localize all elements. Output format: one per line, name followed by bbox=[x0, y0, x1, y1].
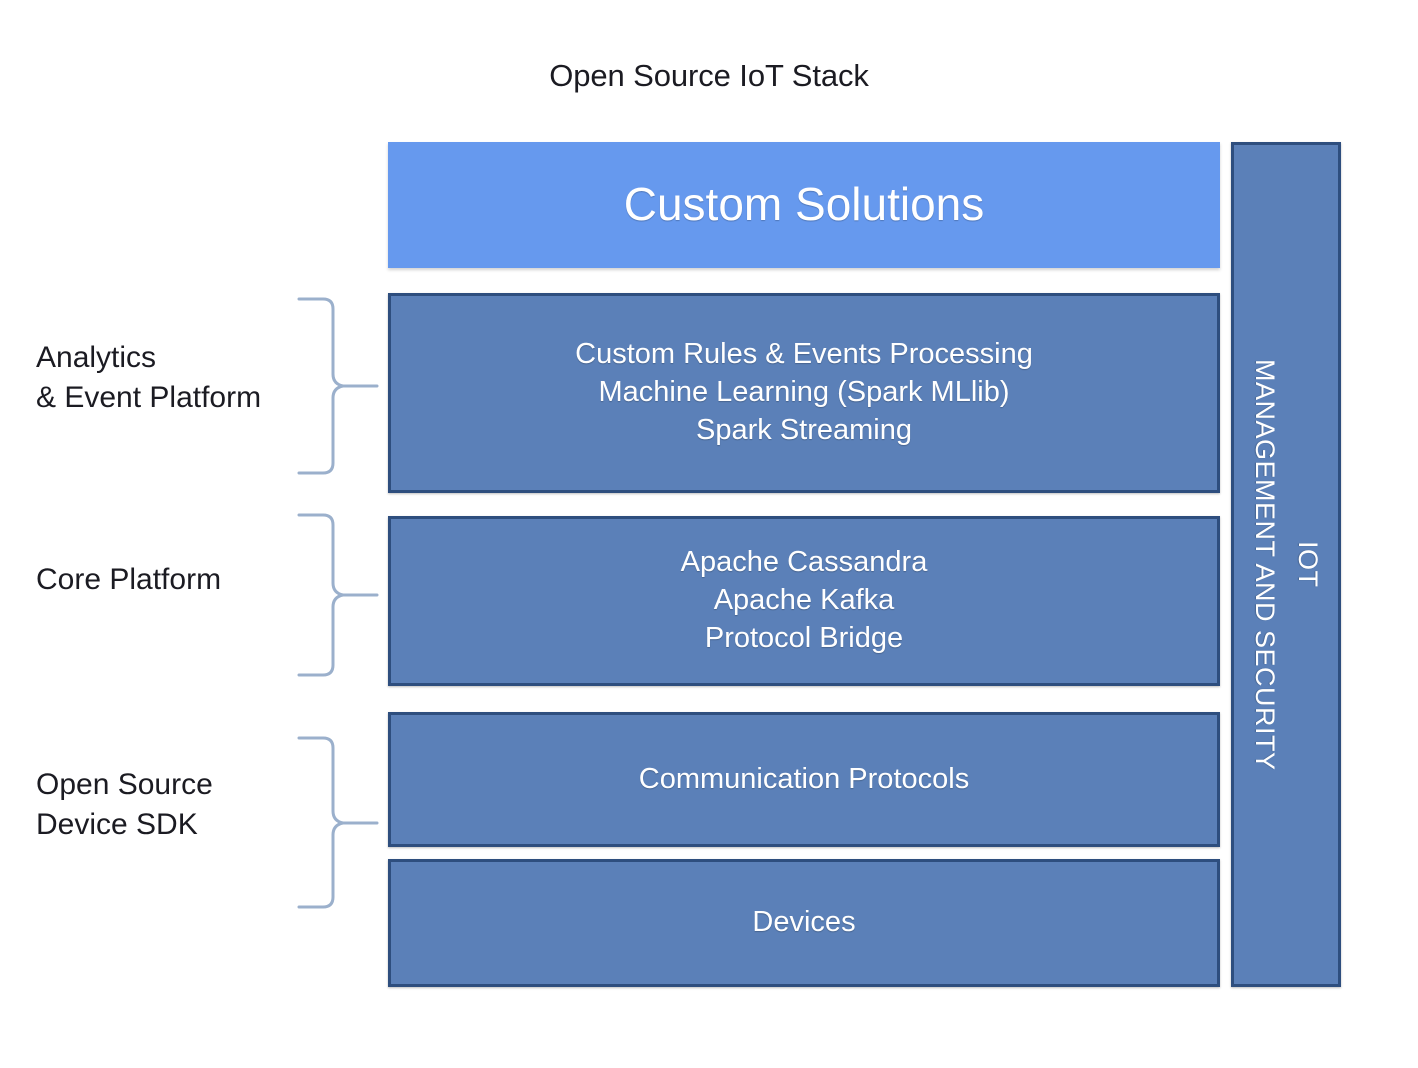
layer-line: Apache Kafka bbox=[713, 584, 895, 617]
layer-line: Protocol Bridge bbox=[704, 621, 904, 654]
layer-communication-protocols[interactable]: Communication Protocols bbox=[388, 712, 1220, 847]
layer-line: Custom Rules & Events Processing bbox=[575, 338, 1033, 371]
layer-line: Spark Streaming bbox=[696, 413, 912, 446]
layer-line: Devices bbox=[752, 906, 856, 939]
layer-devices[interactable]: Devices bbox=[388, 859, 1220, 987]
layer-analytics-event-platform[interactable]: Custom Rules & Events Processing Machine… bbox=[388, 293, 1220, 493]
sidebar-text-group: MANAGEMENT AND SECURITY IOT bbox=[1234, 145, 1338, 984]
layer-line: Custom Solutions bbox=[623, 178, 985, 231]
brace-core-platform-icon bbox=[293, 512, 379, 678]
layer-core-platform[interactable]: Apache Cassandra Apache Kafka Protocol B… bbox=[388, 516, 1220, 686]
layer-custom-solutions[interactable]: Custom Solutions bbox=[388, 142, 1220, 268]
layer-line: Communication Protocols bbox=[638, 762, 970, 795]
layer-line: Apache Cassandra bbox=[680, 546, 928, 579]
sidebar-line-management-and-security: MANAGEMENT AND SECURITY bbox=[1250, 358, 1280, 771]
brace-analytics-icon bbox=[293, 296, 379, 476]
page-title: Open Source IoT Stack bbox=[549, 58, 869, 93]
group-label-core-platform: Core Platform bbox=[36, 563, 222, 596]
group-label-analytics-event-platform: Analytics & Event Platform bbox=[36, 341, 262, 414]
group-label-open-source-device-sdk: Open Source Device SDK bbox=[36, 768, 213, 841]
sidebar-iot-management-and-security[interactable]: MANAGEMENT AND SECURITY IOT bbox=[1231, 142, 1341, 987]
brace-open-source-device-sdk-icon bbox=[293, 735, 379, 910]
stack-column: Custom Solutions Custom Rules & Events P… bbox=[388, 142, 1220, 987]
layer-line: Machine Learning (Spark MLlib) bbox=[598, 376, 1010, 409]
sidebar-line-iot: IOT bbox=[1293, 541, 1323, 588]
